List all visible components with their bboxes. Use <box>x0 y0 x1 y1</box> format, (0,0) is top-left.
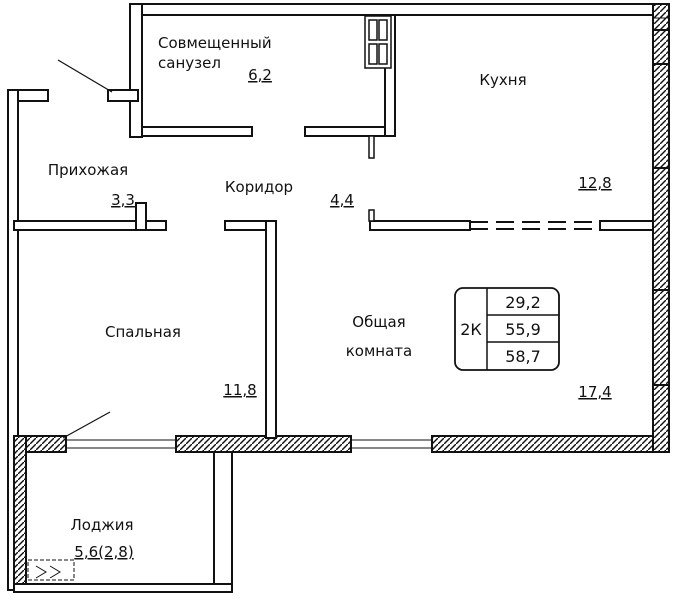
total-area-value: 55,9 <box>505 320 541 339</box>
outer-walls <box>7 3 670 593</box>
wall-kitchen-right-stub <box>599 220 654 231</box>
corridor-name: Коридор <box>225 178 293 196</box>
total-with-loggia-value: 58,7 <box>505 347 541 366</box>
wall-bathroom-bottom-right <box>304 126 396 137</box>
wall-loggia-bottom <box>13 583 233 593</box>
wall-hall-right-stub <box>135 202 147 231</box>
bedroom-name: Спальная <box>105 323 181 341</box>
living-stub <box>368 209 375 222</box>
wall-loggia-left <box>13 435 27 591</box>
living-name-line1: Общая <box>352 313 405 331</box>
summary-frame <box>454 287 560 371</box>
wall-living-top <box>369 220 471 231</box>
wall-hall-bottom <box>13 220 137 231</box>
wall-kitchen-partition <box>384 14 396 137</box>
wall-entry-stub <box>107 89 139 102</box>
living-name-line2: комната <box>346 342 412 360</box>
loggia-name: Лоджия <box>70 516 133 534</box>
loggia-radiator <box>27 559 75 581</box>
door-swings <box>57 59 113 439</box>
bathroom-area: 6,2 <box>248 66 272 84</box>
wall-bottom-mid <box>175 435 352 453</box>
corridor-area: 4,4 <box>330 191 354 209</box>
wall-bathroom-bottom-left <box>141 126 253 137</box>
apartment-type: 2К <box>460 320 482 339</box>
windows <box>66 17 670 449</box>
pillar-1 <box>652 29 670 65</box>
wall-bedroom-right <box>265 220 277 439</box>
area-summary-box: 2К 29,2 55,9 58,7 <box>454 287 560 371</box>
living-area-value: 29,2 <box>505 293 541 312</box>
hall-area: 3,3 <box>111 191 135 209</box>
wall-top <box>129 3 654 16</box>
kitchen-name: Кухня <box>479 71 526 89</box>
wall-bathroom-left <box>129 3 143 138</box>
loggia-radiator-mark <box>35 565 61 579</box>
ventilation-shaft <box>364 15 392 69</box>
corridor-stub <box>368 135 375 159</box>
living-area: 17,4 <box>578 383 611 401</box>
wall-loggia-right <box>213 451 233 591</box>
pillar-2 <box>652 167 670 291</box>
wall-hall-right-box <box>145 220 167 231</box>
dashed-divider <box>470 221 600 230</box>
hall-name: Прихожая <box>48 161 128 179</box>
wall-bottom-living <box>431 435 670 453</box>
bedroom-area: 11,8 <box>223 381 256 399</box>
bathroom-name-line2: санузел <box>158 54 221 72</box>
loggia-area: 5,6(2,8) <box>74 543 133 561</box>
interior-walls <box>13 14 654 439</box>
pillar-3 <box>652 384 670 453</box>
kitchen-area: 12,8 <box>578 174 611 192</box>
bathroom-name-line1: Совмещенный <box>158 34 272 52</box>
